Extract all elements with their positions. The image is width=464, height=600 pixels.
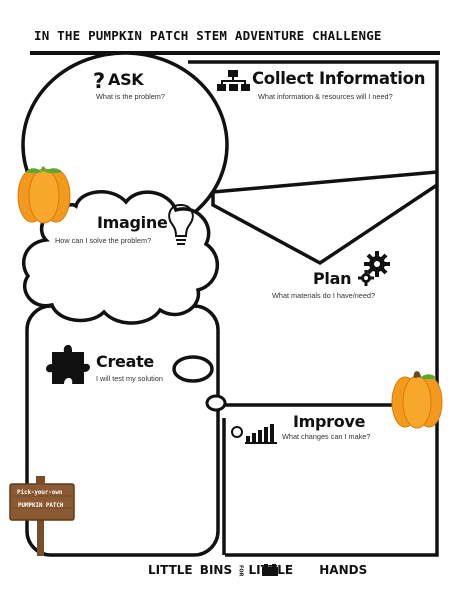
improve-title: Improve xyxy=(293,412,366,431)
create-title: Create xyxy=(96,352,154,371)
bar-chart-icon xyxy=(231,424,277,444)
sign-line-2: PUMPKIN PATCH xyxy=(18,503,64,509)
pumpkin-patch-sign xyxy=(9,476,75,556)
improve-question: What changes can I make? xyxy=(282,432,371,441)
pumpkin-illustration-left xyxy=(17,166,71,224)
ask-question: What is the problem? xyxy=(96,92,165,101)
collect-question: What information & resources will I need… xyxy=(258,92,393,101)
footer-brand: LITTLE BINS FOR LITTLE HANDS xyxy=(148,563,367,577)
footer-word-4: LITTLE xyxy=(248,563,294,577)
plan-question: What materials do I have/need? xyxy=(272,291,376,300)
imagine-question: How can I solve the problem? xyxy=(55,236,152,245)
page-title: IN THE PUMPKIN PATCH STEM ADVENTURE CHAL… xyxy=(34,28,382,43)
gears-icon xyxy=(358,251,390,286)
collect-title: Collect Information xyxy=(252,69,426,88)
sign-line-1: Pick-your-own xyxy=(17,490,63,496)
footer-word-5: HANDS xyxy=(319,563,368,577)
footer-word-3: FOR xyxy=(237,564,244,577)
outer-frame xyxy=(188,60,439,557)
hierarchy-icon xyxy=(217,70,250,91)
v-divider-top xyxy=(212,170,438,194)
thought-bubble-large xyxy=(172,355,214,383)
ask-title: ASK xyxy=(108,70,144,89)
create-question: I will test my solution xyxy=(96,374,163,383)
footer-word-1: LITTLE xyxy=(148,563,193,577)
lego-brick-icon xyxy=(262,564,278,576)
thought-bubble-small xyxy=(205,394,227,412)
lightbulb-icon xyxy=(168,204,194,245)
puzzle-piece-icon xyxy=(46,344,90,384)
imagine-cloud xyxy=(22,190,220,325)
question-mark-icon: ? xyxy=(93,69,105,93)
plan-title: Plan xyxy=(313,269,352,288)
pumpkin-illustration-right xyxy=(391,371,443,429)
imagine-title: Imagine xyxy=(97,213,168,232)
v-divider xyxy=(211,183,438,266)
footer-word-2: BINS xyxy=(199,563,233,577)
header-rule xyxy=(30,51,440,55)
